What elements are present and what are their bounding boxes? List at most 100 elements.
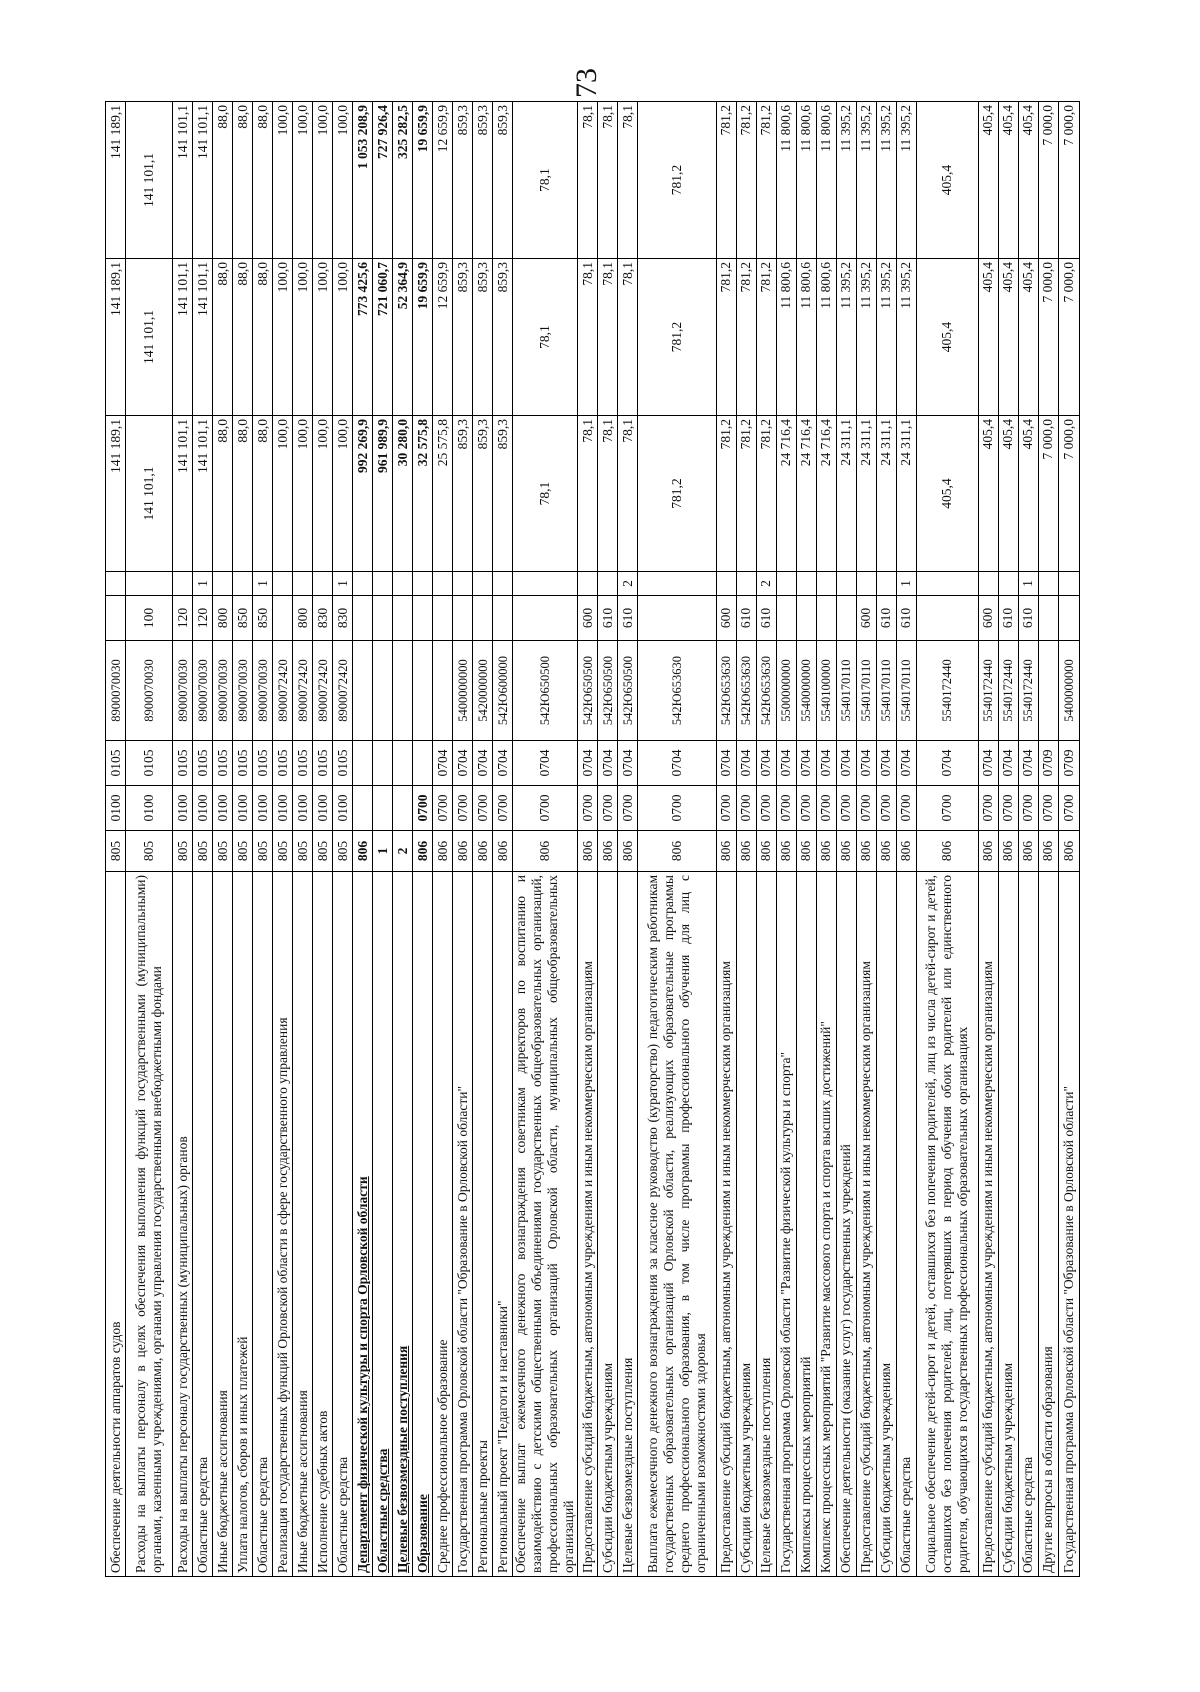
- cell-subsection-code: 0105: [272, 740, 293, 786]
- cell-target-code: 8900072420: [312, 640, 333, 741]
- cell-target-code: 5540172440: [1018, 640, 1039, 741]
- cell-name: Региональный проект "Педагоги и наставни…: [492, 871, 513, 1577]
- cell-section-code: 0700: [577, 785, 598, 831]
- cell-fund-source: [716, 571, 737, 596]
- cell-admin-code: 806: [776, 830, 797, 872]
- cell-target-code: 5400000000: [1058, 640, 1080, 741]
- cell-value-2: 88,0: [212, 258, 233, 416]
- cell-subsection-code: [412, 740, 433, 786]
- row-label: Предоставление субсидий бюджетным, автон…: [980, 961, 996, 1573]
- cell-section-code: 0700: [597, 785, 618, 831]
- cell-value-2: 78,1: [577, 258, 598, 416]
- cell-admin-code: 805: [252, 830, 273, 872]
- cell-target-code: 5540000000: [796, 640, 817, 741]
- cell-value-3: 7 000,0: [1038, 101, 1059, 259]
- cell-expense-type: [776, 595, 797, 641]
- cell-name: Субсидии бюджетным учреждениям: [597, 871, 618, 1577]
- cell-value-2: 405,4: [916, 258, 979, 416]
- cell-admin-code: 805: [312, 830, 333, 872]
- cell-value-2: 721 060,7: [372, 258, 393, 416]
- cell-fund-source: [432, 571, 453, 596]
- cell-fund-source: [352, 571, 373, 596]
- table-row: Выплата ежемесячного денежного вознаграж…: [637, 101, 717, 1577]
- cell-expense-type: 610: [597, 595, 618, 641]
- cell-expense-type: 120: [192, 595, 213, 641]
- cell-fund-source: [212, 571, 233, 596]
- cell-name: Среднее профессиональное образование: [432, 871, 453, 1577]
- cell-expense-type: 850: [252, 595, 273, 641]
- cell-expense-type: 800: [212, 595, 233, 641]
- row-label: Целевые безвозмездные поступления: [394, 1345, 410, 1573]
- cell-name: Областные средства: [192, 871, 213, 1577]
- cell-section-code: 0100: [292, 785, 313, 831]
- cell-admin-code: 806: [756, 830, 777, 872]
- row-label: Комплексы процессных мероприятий: [798, 1356, 814, 1573]
- cell-admin-code: 806: [876, 830, 897, 872]
- cell-admin-code: 806: [512, 830, 578, 872]
- cell-expense-type: 830: [312, 595, 333, 641]
- cell-subsection-code: 0105: [105, 740, 126, 786]
- cell-subsection-code: 0704: [876, 740, 897, 786]
- cell-value-3: 11 800,6: [776, 101, 797, 259]
- cell-admin-code: 805: [192, 830, 213, 872]
- cell-value-3: 405,4: [916, 101, 979, 259]
- cell-name: Исполнение судебных актов: [312, 871, 333, 1577]
- row-label: Государственная программа Орловской обла…: [454, 1085, 470, 1573]
- row-label: Субсидии бюджетным учреждениям: [599, 1362, 615, 1573]
- cell-fund-source: [876, 571, 897, 596]
- cell-target-code: [412, 640, 433, 741]
- cell-value-2: 11 395,2: [836, 258, 857, 416]
- cell-fund-source: [597, 571, 618, 596]
- cell-section-code: 0700: [876, 785, 897, 831]
- cell-expense-type: [1038, 595, 1059, 641]
- cell-value-2: 859,3: [452, 258, 473, 416]
- cell-expense-type: [1058, 595, 1080, 641]
- cell-value-2: 11 395,2: [856, 258, 877, 416]
- cell-section-code: 0700: [916, 785, 979, 831]
- cell-value-1: 859,3: [472, 415, 493, 572]
- cell-section-code: 0700: [492, 785, 513, 831]
- cell-subsection-code: [372, 740, 393, 786]
- table-row: Предоставление субсидий бюджетным, автон…: [856, 101, 877, 1577]
- cell-target-code: 8900072420: [292, 640, 313, 741]
- cell-section-code: 0100: [172, 785, 193, 831]
- cell-value-3: 405,4: [998, 101, 1019, 259]
- cell-value-1: 30 280,0: [392, 415, 413, 572]
- row-label: Региональные проекты: [474, 1440, 490, 1573]
- cell-subsection-code: 0704: [756, 740, 777, 786]
- cell-admin-code: 806: [492, 830, 513, 872]
- cell-fund-source: [492, 571, 513, 596]
- cell-subsection-code: 0105: [312, 740, 333, 786]
- cell-section-code: 0700: [816, 785, 837, 831]
- table-row: Обеспечение деятельности (оказание услуг…: [836, 101, 857, 1577]
- cell-value-1: 781,2: [756, 415, 777, 572]
- cell-value-1: 25 575,8: [432, 415, 453, 572]
- cell-value-2: 781,2: [637, 258, 717, 416]
- cell-target-code: 5420000000: [472, 640, 493, 741]
- cell-section-code: 0700: [1038, 785, 1059, 831]
- cell-fund-source: [998, 571, 1019, 596]
- cell-target-code: 542Ю650500: [597, 640, 618, 741]
- row-label: Среднее профессиональное образование: [434, 1339, 450, 1573]
- table-row: Государственная программа Орловской обла…: [452, 101, 473, 1577]
- cell-value-3: 11 800,6: [796, 101, 817, 259]
- cell-expense-type: 610: [756, 595, 777, 641]
- cell-section-code: 0700: [978, 785, 999, 831]
- cell-fund-source: [736, 571, 757, 596]
- cell-expense-type: [352, 595, 373, 641]
- cell-value-3: 405,4: [978, 101, 999, 259]
- row-label: Обеспечение деятельности (оказание услуг…: [838, 1144, 854, 1573]
- cell-value-3: 1 053 208,9: [352, 101, 373, 259]
- cell-target-code: 5540170110: [876, 640, 897, 741]
- cell-section-code: [352, 785, 373, 831]
- cell-value-3: 100,0: [292, 101, 313, 259]
- cell-subsection-code: 0704: [978, 740, 999, 786]
- cell-value-3: 78,1: [512, 101, 578, 259]
